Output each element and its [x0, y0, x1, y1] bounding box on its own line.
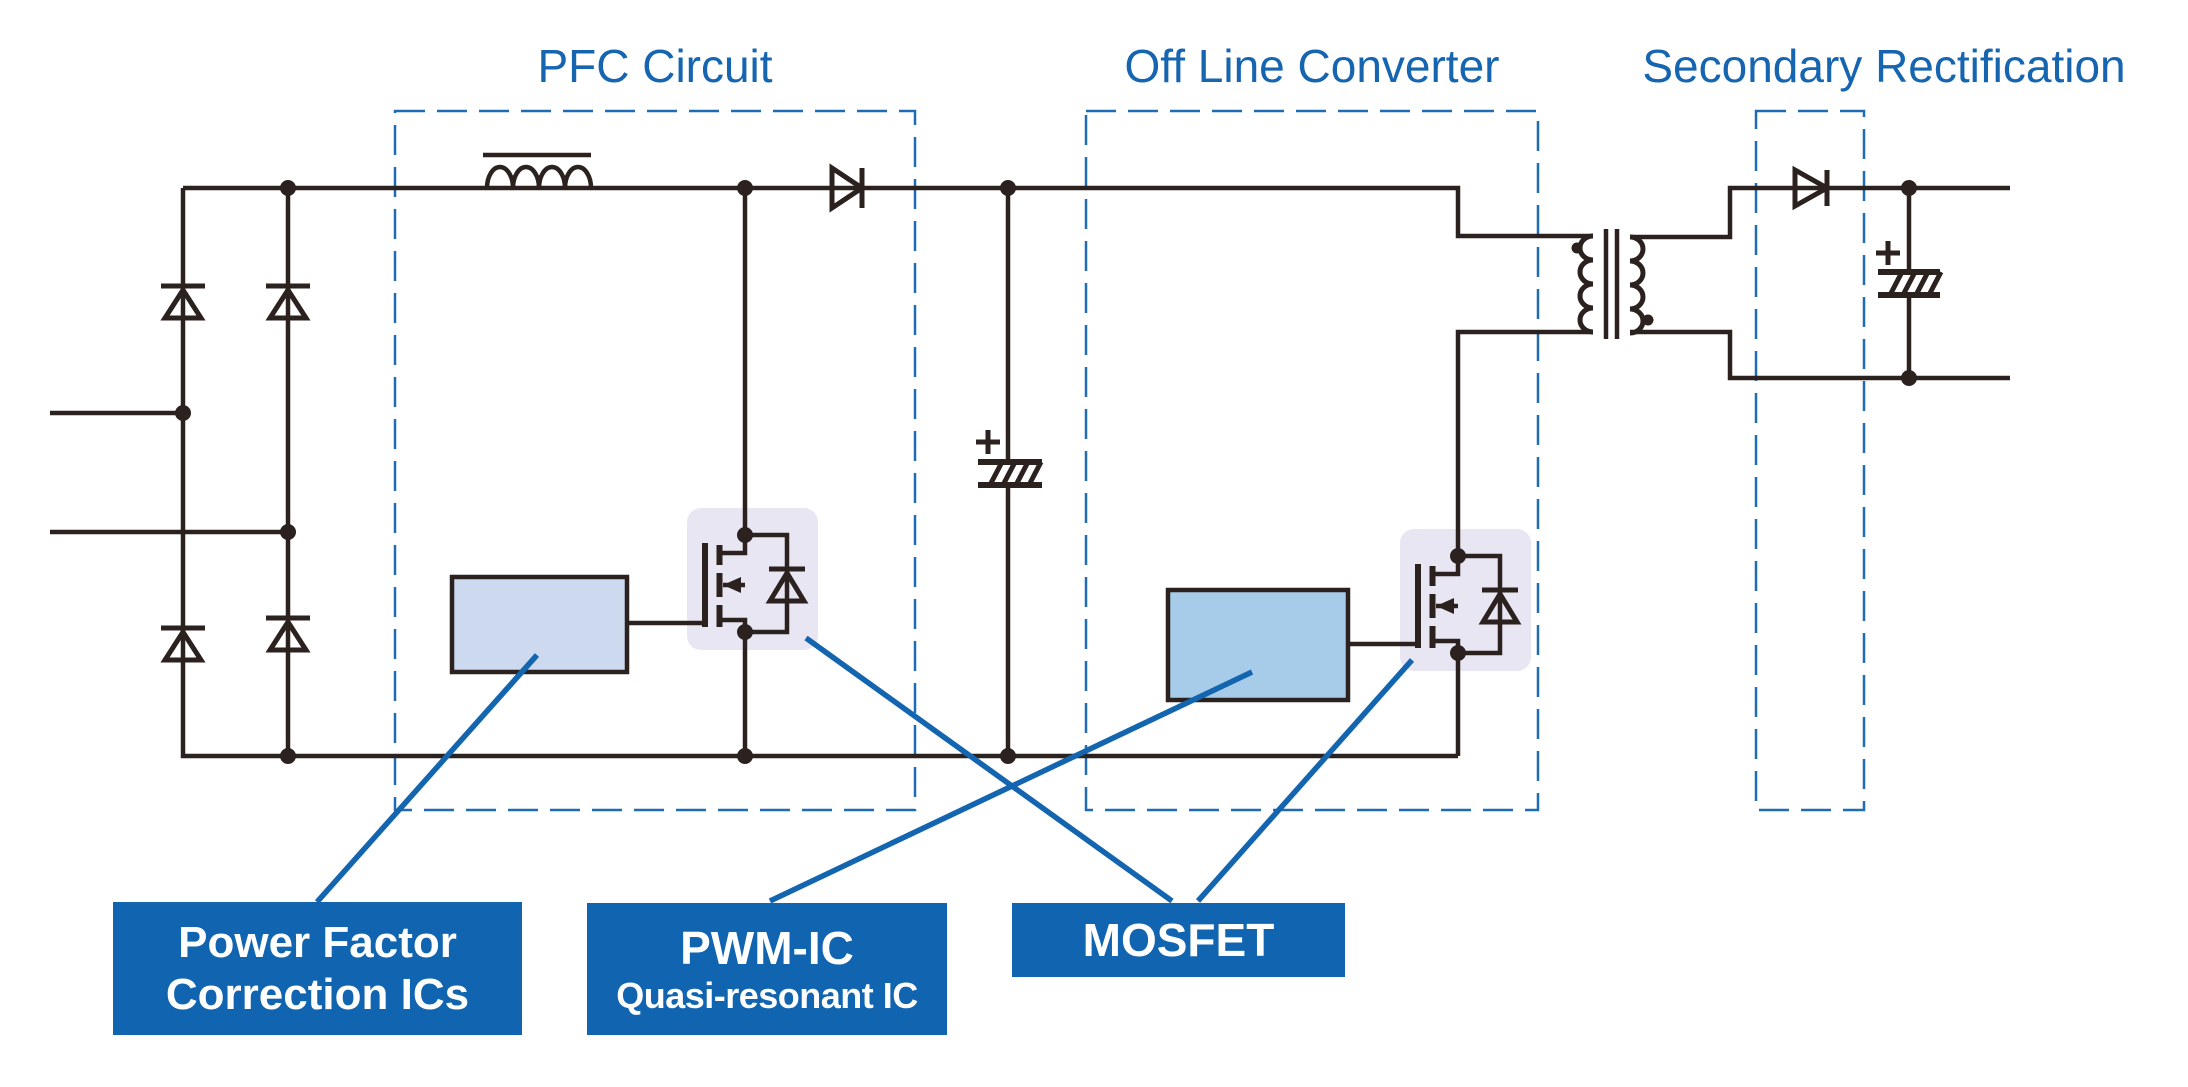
callout-box-pfc-ic: Power Factor Correction ICs: [113, 902, 522, 1035]
callout-box-pwm-ic: PWM-IC Quasi-resonant IC: [587, 903, 947, 1035]
offline-mosfet-source-trunk: [1435, 638, 1461, 756]
junction-dots: [175, 180, 1917, 764]
callout-leader-lines: [314, 635, 1415, 904]
callout-pwm-ic-line2: Quasi-resonant IC: [616, 974, 918, 1016]
pfc-mosfet-drain-trunk: [722, 188, 748, 556]
offline-section-dashed-box: [1084, 109, 1540, 812]
transformer-secondary-winding: [1629, 234, 1646, 336]
transformer-secondary-phase-dot: [1642, 314, 1654, 326]
pfc-section-dashed-box: [393, 109, 917, 812]
boost-inductor-icon: [483, 152, 594, 189]
section-title-pfc: PFC Circuit: [537, 40, 773, 92]
offline-mosfet-arrow: [1436, 598, 1454, 614]
callout-pfc-ic-line1: Power Factor: [178, 917, 457, 967]
pfc-mosfet-arrow: [723, 577, 741, 593]
bulk-capacitor-icon: [976, 430, 1044, 488]
top-rail-and-primary-top: [183, 185, 1593, 239]
transformer-primary-winding: [1577, 233, 1594, 335]
leader-mosfet-right: [1195, 658, 1415, 903]
transformer-core-bars: [1603, 229, 1620, 339]
leader-mosfet-left: [804, 635, 1174, 904]
boost-diode-icon: [829, 163, 867, 213]
callout-pwm-ic-line1: PWM-IC: [680, 921, 854, 974]
bridge-diode-lower-left-icon: [160, 625, 206, 663]
bridge-diode-upper-right-icon: [265, 283, 311, 321]
secondary-section-dashed-box: [1754, 109, 1866, 812]
pfc-body-diode-icon: [765, 566, 809, 604]
secondary-bottom-rail: [1630, 329, 2010, 381]
offline-controller-ic-block: [1165, 587, 1351, 703]
output-diode-icon: [1792, 165, 1833, 211]
bulk-capacitor-plus-sign: [976, 430, 1000, 454]
section-title-secondary: Secondary Rectification: [1642, 40, 2126, 92]
bridge-diode-lower-right-icon: [265, 615, 311, 653]
output-capacitor-icon: [1876, 241, 1944, 298]
bridge-left-column-and-bottom-rail: [180, 188, 1458, 759]
callout-pfc-ic-line2: Correction ICs: [165, 969, 470, 1019]
offline-mosfet: [1415, 564, 1522, 648]
primary-bottom-and-offline-drain: [1435, 329, 1593, 577]
pfc-mosfet-source-trunk: [722, 617, 748, 756]
section-title-offline: Off Line Converter: [1124, 40, 1500, 92]
bridge-diode-upper-left-icon: [160, 283, 206, 321]
pfc-body-diode-branch: [745, 532, 790, 635]
pfc-mosfet: [702, 543, 809, 627]
leader-pfc-ic: [314, 653, 540, 904]
transformer-primary-phase-dot: [1571, 242, 1583, 254]
secondary-top-rail: [1630, 185, 2010, 240]
offline-body-diode-branch: [1458, 553, 1503, 656]
pfc-controller-ic-block: [449, 574, 630, 675]
circuit-wires: [50, 185, 2010, 759]
callout-box-mosfet: MOSFET: [1012, 903, 1345, 977]
offline-body-diode-icon: [1478, 587, 1522, 625]
callout-mosfet-line1: MOSFET: [1082, 913, 1275, 966]
output-capacitor-plus-sign: [1876, 241, 1900, 265]
transformer-icon: [1571, 229, 1654, 339]
